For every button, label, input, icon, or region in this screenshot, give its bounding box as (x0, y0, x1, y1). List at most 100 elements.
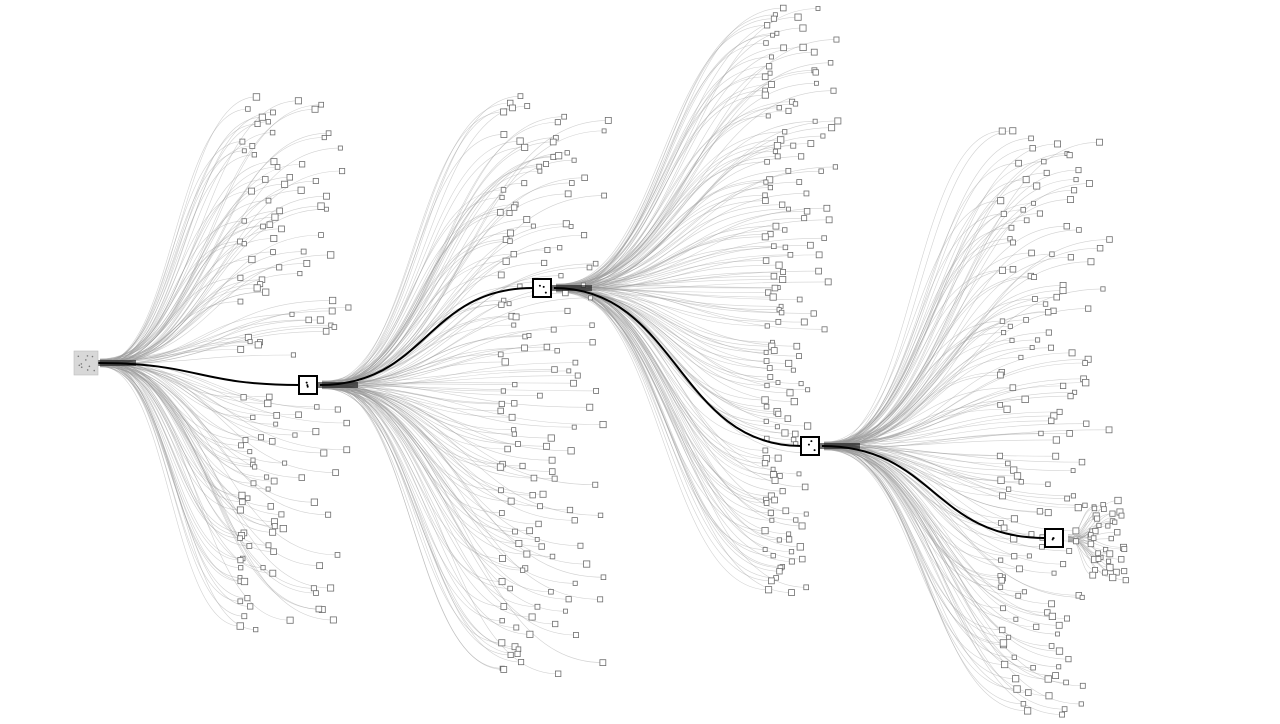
leaf-node (1023, 217, 1030, 224)
leaf-node (294, 97, 302, 105)
leaf-node (240, 577, 249, 586)
branch-link (823, 362, 1086, 446)
leaf-node (780, 268, 786, 275)
leaf-node (588, 295, 593, 301)
leaf-node (507, 229, 514, 237)
leaf-node (331, 324, 338, 330)
leaf-node (786, 536, 793, 543)
branch-link (99, 319, 309, 360)
leaf-node (1011, 553, 1018, 560)
leaf-node (1078, 458, 1086, 466)
branch-link (555, 285, 782, 313)
branch-link (555, 217, 805, 289)
branch-link (555, 286, 769, 591)
branch-link (555, 286, 780, 541)
branch-link (823, 447, 1020, 570)
branch-link (555, 287, 800, 475)
leaf-node (1006, 634, 1012, 640)
branch-link (321, 388, 603, 663)
branch-link (823, 444, 1040, 512)
leaf-node (320, 449, 328, 457)
branch-link (555, 285, 803, 560)
branch-link (99, 360, 275, 482)
branch-link (555, 120, 838, 287)
branch-link (555, 187, 771, 293)
leaf-node (317, 202, 325, 210)
leaf-node (599, 420, 607, 429)
branch-link (555, 284, 797, 347)
leaf-node (775, 380, 781, 386)
branch-link (823, 220, 1027, 447)
branch-link (321, 386, 575, 428)
leaf-node (498, 555, 506, 562)
branch-link (823, 415, 1054, 449)
branch-link (555, 286, 772, 582)
branch-link (823, 448, 1009, 638)
branch-link (99, 363, 244, 534)
branch-link (555, 285, 806, 488)
leaf-node (1096, 522, 1102, 528)
branch-link (99, 220, 245, 364)
branch-link (555, 286, 780, 477)
leaf-node (564, 307, 571, 314)
leaf-node (497, 407, 504, 415)
leaf-node (1021, 589, 1027, 595)
branch-link (99, 364, 295, 436)
leaf-node (530, 223, 536, 229)
leaf-node (792, 101, 799, 107)
branch-link (99, 283, 261, 363)
branch-link (321, 212, 510, 387)
branch-link (823, 433, 1041, 450)
branch-link (99, 359, 269, 490)
leaf-node (763, 179, 769, 185)
branch-link (555, 288, 790, 540)
branch-link (823, 446, 1029, 693)
branch-link (823, 213, 1040, 446)
leaf-node (1096, 244, 1104, 252)
branch-link (321, 147, 525, 385)
leaf-node (999, 626, 1006, 634)
branch-link (555, 254, 791, 293)
branch-link (321, 375, 578, 386)
branch-link (321, 166, 540, 385)
branch-link (555, 16, 799, 287)
highlighted-path-link (553, 287, 802, 447)
branch-link (99, 150, 245, 365)
branch-link (321, 304, 502, 382)
leaf-node (554, 119, 561, 126)
leaf-node (1118, 556, 1125, 563)
branch-link (823, 442, 1063, 715)
branch-link (321, 380, 522, 663)
leaf-node (278, 225, 285, 233)
leaf-node (539, 490, 547, 498)
leaf-node (767, 509, 774, 516)
leaf-node (512, 381, 518, 388)
leaf-node (512, 528, 518, 535)
branch-link (555, 287, 800, 300)
leaf-node (238, 442, 244, 449)
branch-link (823, 444, 1074, 497)
branch-link (1067, 504, 1104, 543)
leaf-node (787, 251, 794, 258)
leaf-node (269, 528, 277, 536)
branch-link (321, 380, 519, 544)
branch-link (555, 287, 767, 439)
leaf-node (1053, 293, 1061, 301)
branch-link (555, 291, 779, 323)
branch-link (555, 271, 784, 289)
leaf-node (338, 167, 346, 175)
branch-link (823, 433, 1070, 445)
leaf-node (270, 477, 278, 485)
branch-link (99, 362, 331, 589)
branch-link (99, 365, 316, 594)
leaf-node (500, 108, 508, 116)
leaf-layer (236, 4, 1129, 718)
leaf-node (305, 316, 312, 324)
branch-link (99, 366, 241, 561)
branch-link (823, 358, 1089, 446)
leaf-node (770, 466, 776, 472)
leaf-node (772, 148, 778, 154)
leaf-node (1064, 495, 1070, 502)
leaf-node (1106, 563, 1114, 572)
leaf-node (497, 271, 505, 279)
